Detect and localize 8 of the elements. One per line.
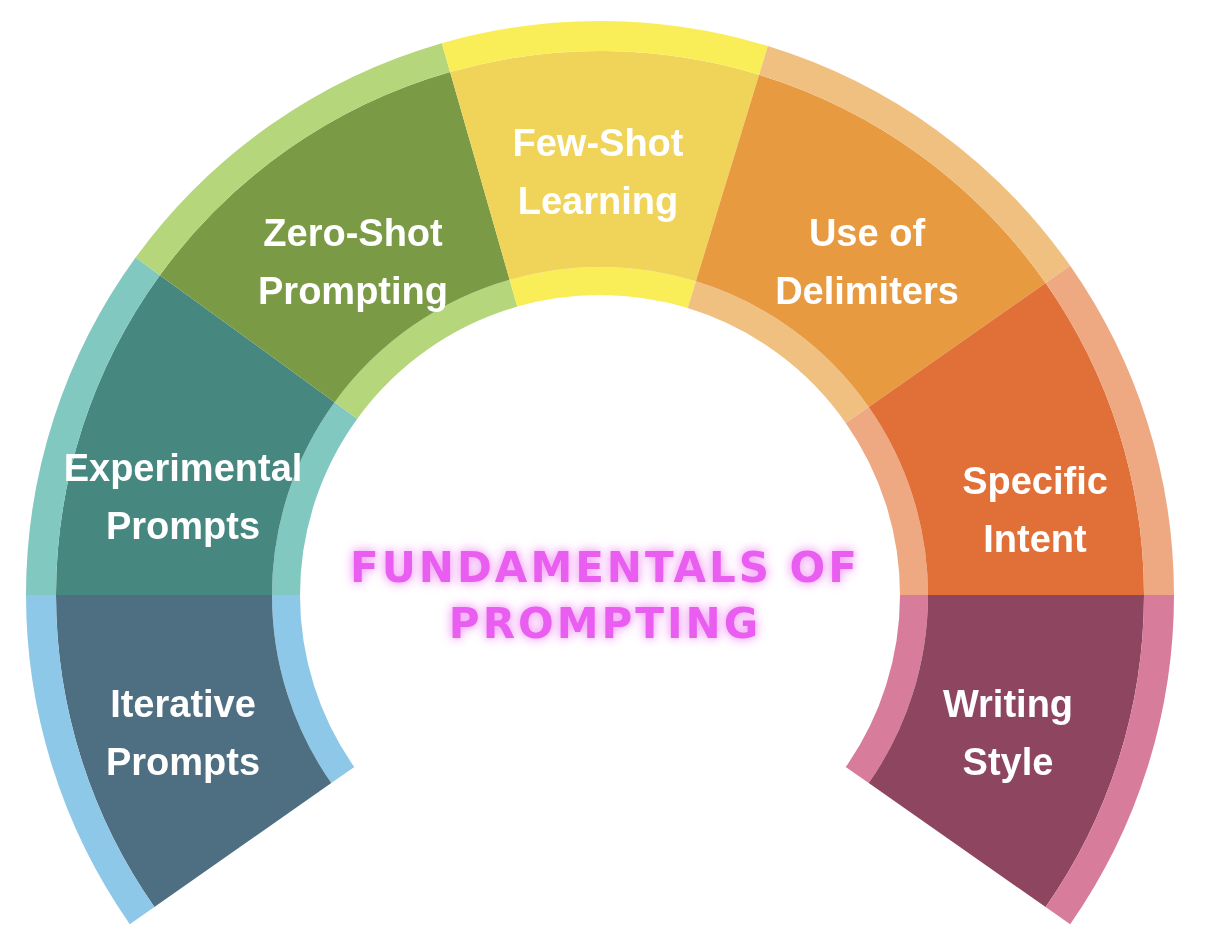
segment-label: Zero-Shot Prompting xyxy=(257,211,449,314)
segment-label: Use of Delimiters xyxy=(774,211,960,314)
segment-label: Iterative Prompts xyxy=(104,682,262,785)
diagram-title: FUNDAMENTALS OF PROMPTING xyxy=(349,542,861,650)
segment-label: Experimental Prompts xyxy=(62,446,304,549)
segment-label: Few-Shot Learning xyxy=(511,121,685,224)
segment-label: Specific Intent xyxy=(961,459,1109,562)
segment-label: Writing Style xyxy=(941,682,1075,785)
